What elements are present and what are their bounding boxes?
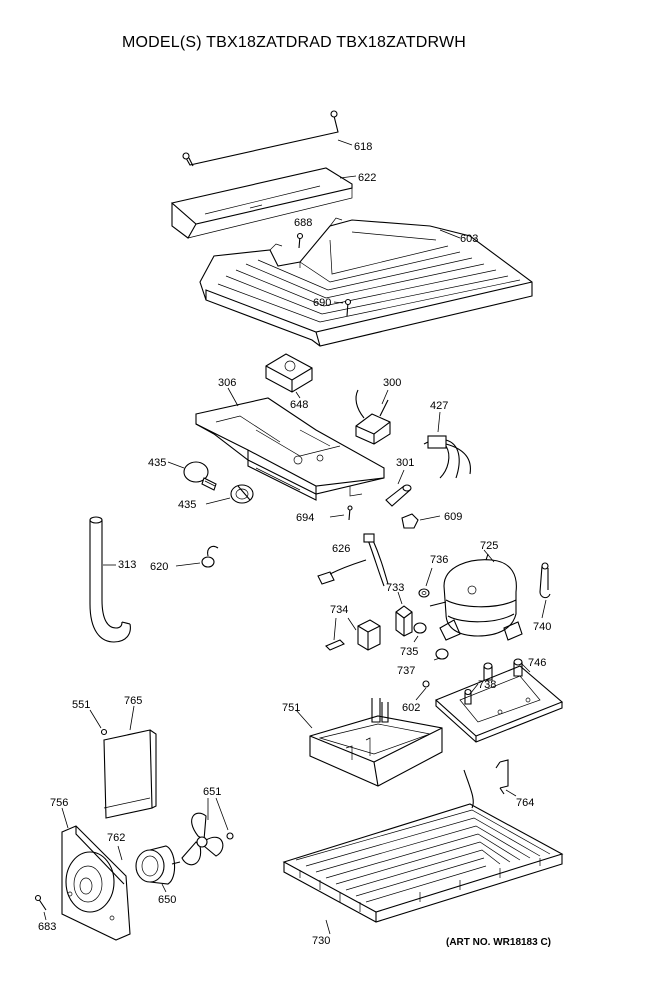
label-738: 738 — [478, 679, 496, 691]
label-765: 765 — [124, 695, 142, 707]
part-435-light-bulb[interactable] — [183, 461, 217, 491]
label-626: 626 — [332, 543, 350, 555]
label-746: 746 — [528, 657, 546, 669]
label-602: 602 — [402, 702, 420, 714]
part-551-screw[interactable] — [100, 728, 108, 736]
label-620: 620 — [150, 561, 168, 573]
label-764: 764 — [516, 797, 534, 809]
label-313: 313 — [118, 559, 136, 571]
diagram-title: MODEL(S) TBX18ZATDRAD TBX18ZATDRWH — [122, 34, 467, 51]
part-313-drain-tube[interactable] — [89, 516, 131, 643]
part-730-condenser-coil[interactable] — [282, 769, 564, 923]
part-737-grommet[interactable] — [435, 648, 449, 660]
label-427: 427 — [430, 400, 448, 412]
part-734-overload-protector[interactable] — [325, 619, 381, 651]
part-683-screw[interactable] — [34, 894, 47, 911]
part-301-control-shaft[interactable] — [385, 484, 412, 507]
part-620-grommet[interactable] — [201, 545, 219, 568]
label-734: 734 — [330, 604, 348, 616]
part-609-fitting[interactable] — [401, 513, 419, 529]
part-688-screw[interactable] — [296, 232, 304, 249]
label-736: 736 — [430, 554, 448, 566]
part-751-defrost-drain-pan[interactable] — [309, 698, 443, 787]
label-301: 301 — [396, 457, 414, 469]
part-764-tube-bracket[interactable] — [495, 759, 509, 795]
part-306-control-housing[interactable] — [195, 397, 385, 501]
label-730: 730 — [312, 935, 330, 947]
part-602-screw[interactable] — [422, 680, 430, 688]
label-751: 751 — [282, 702, 300, 714]
label-683: 683 — [38, 921, 56, 933]
label-306: 306 — [218, 377, 236, 389]
label-737: 737 — [397, 665, 415, 677]
art-number: (ART NO. WR18183 C) — [446, 937, 552, 948]
part-756-fan-mounting-bracket[interactable] — [61, 825, 131, 941]
part-435-control-knob[interactable] — [230, 484, 254, 504]
part-735-terminal-cover[interactable] — [413, 622, 427, 634]
label-762: 762 — [107, 832, 125, 844]
label-622: 622 — [358, 172, 376, 184]
part-746-compressor-mount-plate[interactable] — [434, 658, 564, 743]
part-618-heater-rod[interactable] — [182, 110, 339, 167]
part-690-screw[interactable] — [344, 298, 352, 317]
label-733: 733 — [386, 582, 404, 594]
label-435a: 435 — [148, 457, 166, 469]
part-650-condenser-fan-motor[interactable] — [135, 845, 181, 885]
part-740-compressor-clip[interactable] — [539, 562, 551, 599]
part-736-grommet[interactable] — [418, 588, 430, 598]
label-435b: 435 — [178, 499, 196, 511]
label-756: 756 — [50, 797, 68, 809]
label-725: 725 — [480, 540, 498, 552]
part-651-condenser-fan-blade[interactable] — [181, 812, 234, 866]
label-650: 650 — [158, 894, 176, 906]
part-694-screw[interactable] — [347, 505, 353, 521]
part-603-evaporator-cover[interactable] — [199, 217, 533, 347]
label-648: 648 — [290, 399, 308, 411]
part-648-defrost-timer[interactable] — [265, 353, 313, 393]
label-300: 300 — [383, 377, 401, 389]
part-300-thermostat[interactable] — [355, 389, 391, 445]
part-733-start-relay[interactable] — [395, 605, 413, 637]
label-609: 609 — [444, 511, 462, 523]
label-551: 551 — [72, 699, 90, 711]
part-725-compressor[interactable] — [429, 553, 523, 641]
part-765-fan-shroud-panel[interactable] — [103, 729, 157, 819]
label-694: 694 — [296, 512, 314, 524]
label-603: 603 — [460, 233, 478, 245]
part-427-wire-harness[interactable] — [423, 435, 471, 479]
label-618: 618 — [354, 141, 372, 153]
label-690: 690 — [313, 297, 331, 309]
label-735: 735 — [400, 646, 418, 658]
label-651: 651 — [203, 786, 221, 798]
part-626-overload-leads[interactable] — [317, 533, 389, 587]
label-740: 740 — [533, 621, 551, 633]
part-622-drain-trough[interactable] — [170, 167, 353, 239]
label-688: 688 — [294, 217, 312, 229]
